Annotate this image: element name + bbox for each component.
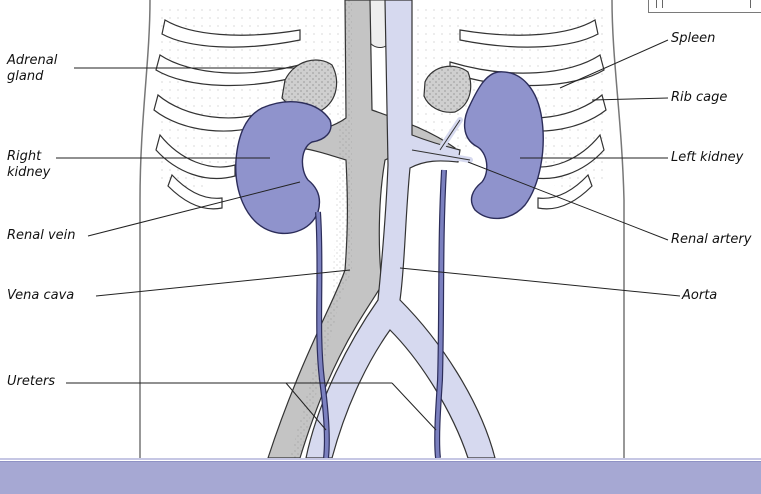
- left-kidney: [465, 72, 544, 219]
- corner-box: |||: [648, 0, 761, 13]
- label-right-kidney: Right kidney: [7, 149, 50, 181]
- label-renal-vein: Renal vein: [7, 228, 76, 244]
- torso-outline: [140, 0, 150, 458]
- label-left-kidney: Left kidney: [671, 150, 743, 166]
- label-rib-cage: Rib cage: [671, 90, 727, 106]
- label-spleen: Spleen: [671, 31, 715, 47]
- divider: [0, 458, 761, 460]
- label-ureters: Ureters: [7, 374, 55, 390]
- label-adrenal-gland: Adrenal gland: [7, 53, 57, 85]
- label-renal-artery: Renal artery: [671, 232, 751, 248]
- label-aorta: Aorta: [682, 288, 717, 304]
- footer-bar: [0, 461, 761, 494]
- label-vena-cava: Vena cava: [7, 288, 74, 304]
- torso-outline: [612, 0, 624, 458]
